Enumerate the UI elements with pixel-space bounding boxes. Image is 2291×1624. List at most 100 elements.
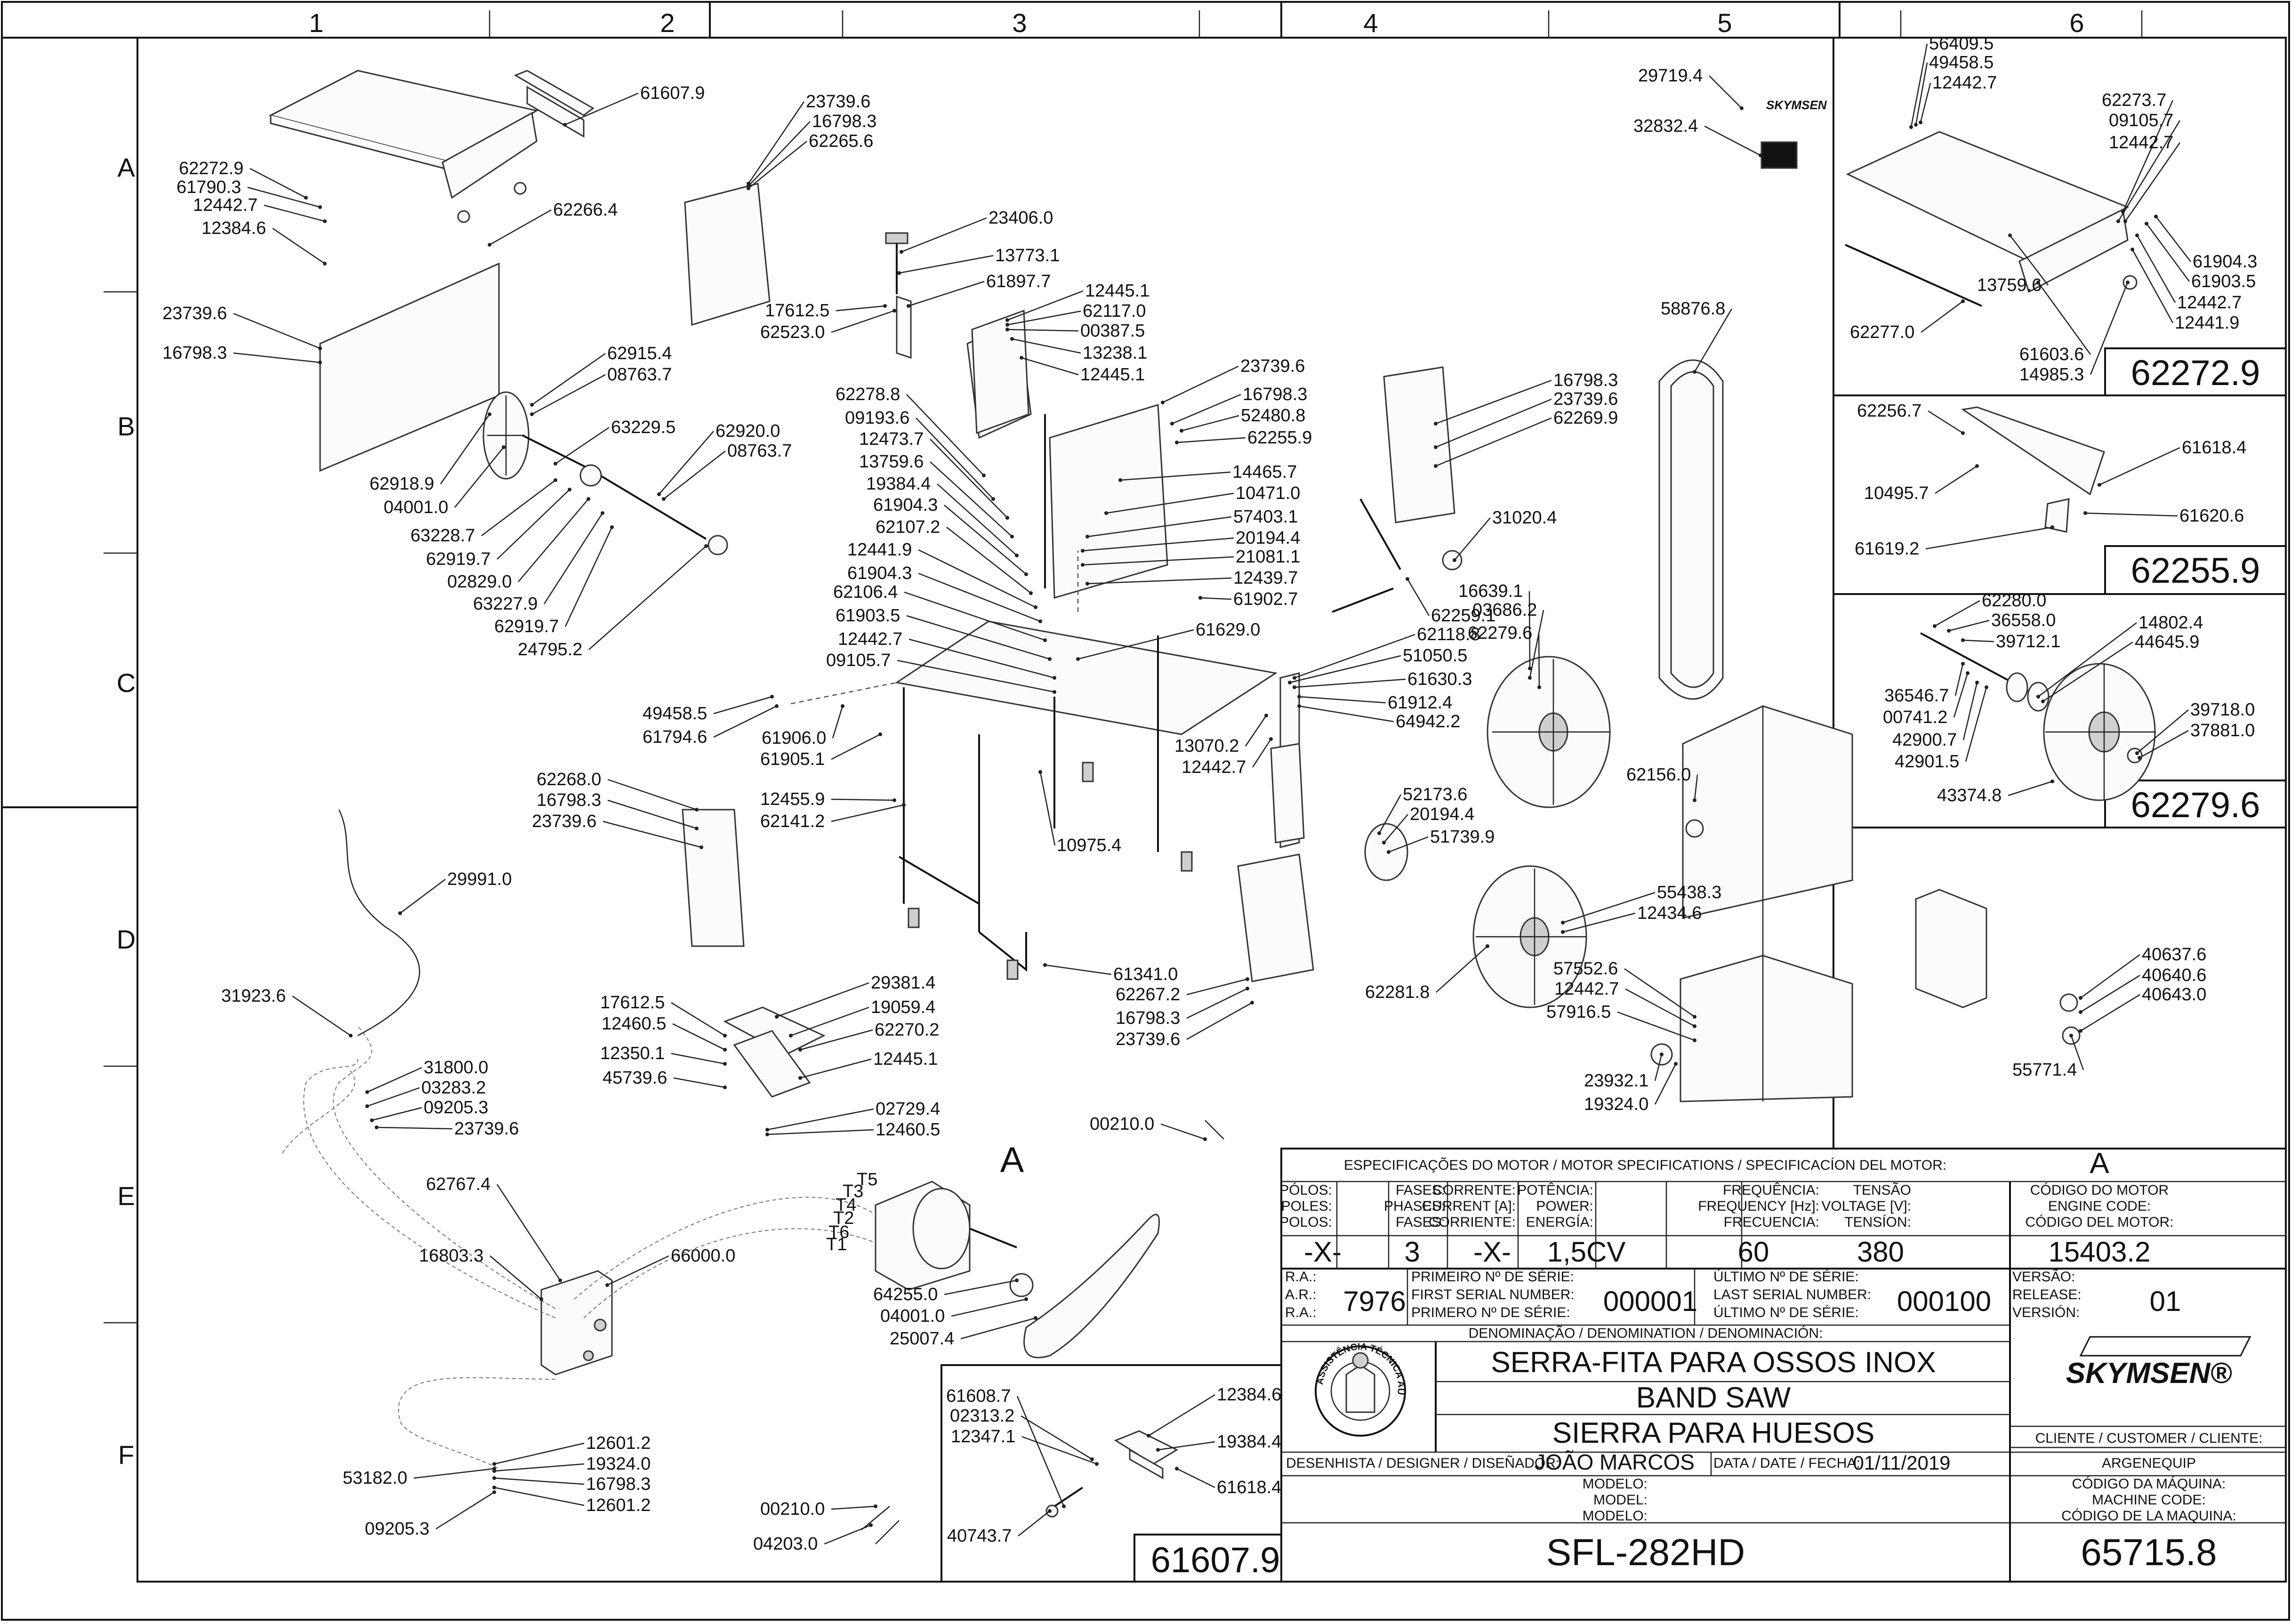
leader-arrow	[375, 1126, 378, 1129]
leader-arrow	[1048, 657, 1052, 661]
ra-label-pt: R.A.:	[1285, 1269, 1317, 1285]
leader-line	[1106, 492, 1234, 514]
part-number-label: 19324.0	[586, 1454, 651, 1474]
leader-line	[831, 798, 895, 801]
leader-arrow	[1090, 1457, 1094, 1461]
leader-arrow	[530, 403, 534, 407]
part-number-label: 40640.6	[2142, 965, 2206, 985]
leader-line	[1087, 577, 1232, 585]
part-number-label: 62279.6	[1468, 623, 1532, 643]
part-number-label: 40643.0	[2142, 985, 2206, 1005]
part-number-label: 42901.5	[1895, 752, 1959, 772]
part-number-label: 31923.6	[221, 986, 286, 1006]
leader-arrow	[1085, 582, 1089, 586]
poles-label-es: POLOS:	[1279, 1214, 1332, 1230]
leader-line	[776, 982, 869, 1018]
leader-line	[367, 1067, 422, 1093]
leader-arrow	[892, 309, 896, 313]
subassembly-code-62279-6: 62279.6	[2131, 785, 2260, 825]
part-number-label: 00210.0	[1090, 1114, 1154, 1134]
leader-line	[1962, 639, 1994, 643]
leader-line	[916, 418, 994, 499]
leader-arrow	[1933, 624, 1937, 628]
leader-arrow	[1250, 1001, 1254, 1005]
leader-arrow	[798, 1048, 802, 1052]
leader-arrow	[2123, 219, 2127, 223]
part-number-label: 23406.0	[989, 208, 1053, 228]
part-number-label: 39712.1	[1996, 632, 2060, 651]
leader-arrow	[1453, 558, 1456, 562]
part-number-label: 61618.4	[1217, 1478, 1281, 1497]
part-number-label: 36546.7	[1884, 686, 1949, 706]
leader-arrow	[1015, 1278, 1019, 1282]
part-number-label: 62118.8	[1417, 625, 1480, 644]
leader-line	[944, 1279, 1017, 1295]
leader-arrow	[1975, 464, 1979, 468]
leader-arrow	[488, 243, 491, 247]
leader-arrow	[1387, 850, 1391, 854]
leader-line	[937, 483, 1017, 556]
leader-arrow	[878, 732, 882, 736]
leader-line	[1962, 682, 1978, 740]
machine-code-value: 65715.8	[2081, 1531, 2217, 1573]
leader-line	[908, 281, 985, 307]
leader-line	[901, 217, 987, 253]
leader-line	[960, 1317, 1036, 1340]
leader-arrow	[1693, 370, 1696, 374]
leader-arrow	[1528, 667, 1532, 670]
brand-logo: SKYMSEN®	[2066, 1336, 2251, 1390]
current-label-pt: CORRENTE:	[1432, 1182, 1516, 1198]
leader-arrow	[1175, 441, 1179, 444]
leader-line	[264, 204, 325, 222]
leader-arrow	[1914, 123, 1918, 127]
part-number-label: 16798.3	[537, 790, 601, 810]
part-number-label: 10471.0	[1236, 483, 1300, 503]
leader-arrow	[2036, 281, 2040, 284]
part-number-label: 62141.2	[760, 812, 825, 831]
leader-line	[2010, 235, 2049, 286]
part-number-label: 40637.6	[2142, 945, 2206, 965]
part-number-label: 63228.7	[410, 526, 475, 546]
part-number-label: 58876.8	[1661, 299, 1725, 319]
part-number-label: 62106.4	[833, 582, 898, 602]
leader-line	[1435, 417, 1552, 467]
leader-arrow	[563, 123, 567, 127]
leader-arrow	[695, 827, 699, 830]
leader-arrow	[318, 361, 322, 364]
grid-column-labels: 1 2 3 4 5 6	[309, 8, 2084, 38]
leader-line	[1953, 673, 1969, 718]
leader-line	[1087, 516, 1232, 538]
leader-arrow	[568, 488, 571, 491]
leader-line	[918, 572, 1041, 622]
leader-line	[831, 804, 904, 822]
leader-line	[1654, 1054, 1663, 1081]
leader-line	[543, 513, 603, 604]
leader-line	[800, 1029, 873, 1051]
leader-line	[831, 1505, 876, 1510]
part-number-label: 49458.5	[1929, 53, 1994, 72]
date-value: 01/11/2019	[1853, 1452, 1950, 1474]
part-number-label: 31020.4	[1492, 508, 1557, 528]
model-label-es: MODELO:	[1583, 1508, 1648, 1524]
leader-line	[531, 374, 606, 415]
engine-code-label-pt: CÓDIGO DO MOTOR	[2030, 1182, 2169, 1198]
part-number-label: 20194.4	[1236, 528, 1300, 548]
leader-arrow	[1434, 422, 1438, 426]
leader-arrow	[1034, 605, 1037, 609]
leader-line	[1200, 597, 1232, 600]
leader-arrow	[488, 412, 491, 416]
engine-code-value: 15403.2	[2049, 1236, 2151, 1268]
leader-arrow	[492, 1486, 496, 1489]
leader-arrow	[492, 1490, 496, 1494]
leader-line	[1388, 836, 1429, 853]
leader-arrow	[530, 412, 534, 416]
leader-line	[1176, 1468, 1215, 1488]
leader-arrow	[765, 1133, 769, 1136]
part-number-label: 51050.5	[1403, 646, 1467, 666]
part-number-label: 12460.5	[602, 1014, 666, 1034]
leader-line	[1045, 964, 1112, 975]
leader-line	[564, 92, 639, 126]
leader-arrow	[1170, 422, 1174, 426]
leader-arrow	[1043, 638, 1047, 642]
part-number-label: 62266.4	[553, 200, 618, 220]
